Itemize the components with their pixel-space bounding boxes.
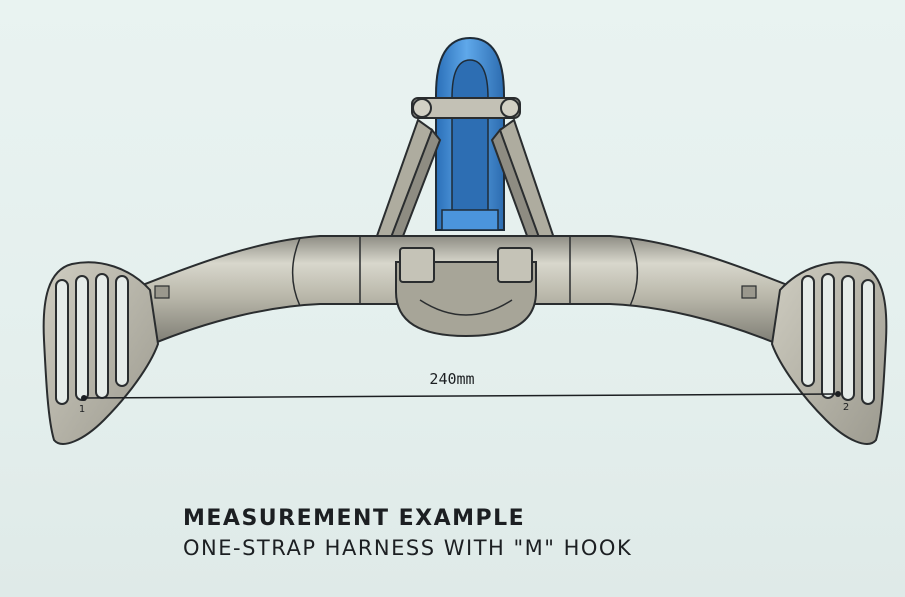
measurement-line — [83, 393, 839, 399]
center-clip — [395, 247, 537, 338]
measurement-point-2 — [835, 391, 841, 397]
left-handle — [42, 261, 160, 445]
measurement-label: 240mm — [429, 370, 474, 388]
caption-title: MEASUREMENT EXAMPLE — [183, 506, 526, 531]
point-label-2: 2 — [843, 402, 849, 413]
measurement-point-1 — [81, 395, 87, 401]
right-handle — [770, 261, 888, 445]
point-label-1: 1 — [79, 404, 85, 415]
caption-subtitle: ONE-STRAP HARNESS WITH "M" HOOK — [183, 536, 633, 560]
